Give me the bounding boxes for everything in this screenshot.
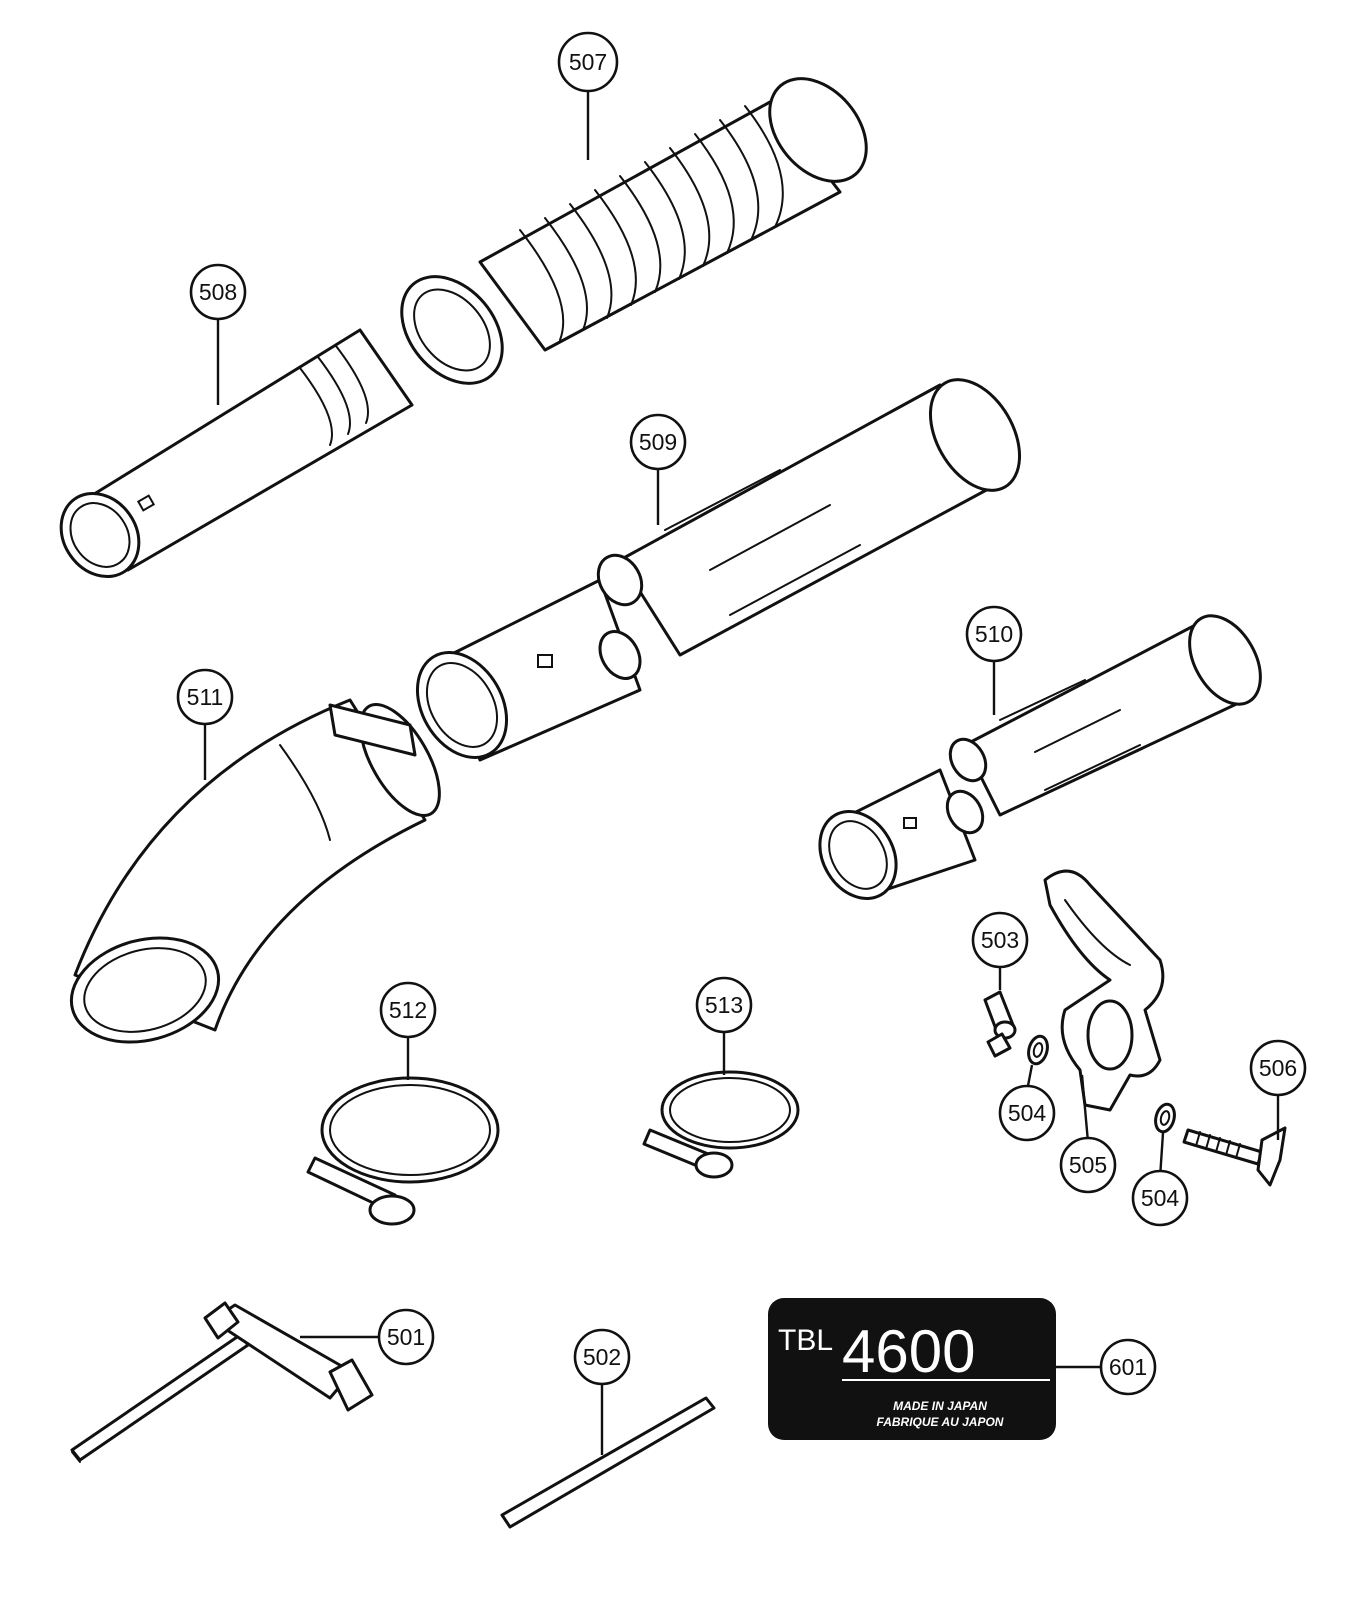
part-504-washer-upper	[1027, 1034, 1049, 1066]
callout-510-text: 510	[975, 621, 1013, 647]
callout-503: 503	[971, 911, 1029, 969]
callout-501: 501	[377, 1308, 435, 1366]
part-601-model-label: TBL 4600 MADE IN JAPAN FABRIQUE AU JAPON	[768, 1298, 1056, 1440]
callout-502-text: 502	[583, 1344, 621, 1370]
part-506-wing-bolt	[1182, 1126, 1287, 1187]
callout-511-text: 511	[187, 684, 224, 710]
callout-601-text: 601	[1109, 1354, 1147, 1380]
callout-601: 601	[1099, 1338, 1157, 1396]
callout-507: 507	[557, 31, 619, 93]
callout-505: 505	[1059, 1136, 1117, 1194]
part-504-washer-lower	[1154, 1102, 1176, 1134]
part-507-flex-pipe	[400, 77, 868, 385]
callout-508-text: 508	[199, 279, 237, 305]
callout-513: 513	[695, 976, 753, 1034]
part-512-hose-clamp	[306, 1076, 500, 1226]
label-601-line2: FABRIQUE AU JAPON	[877, 1415, 1004, 1429]
callout-509-text: 509	[639, 429, 677, 455]
callout-513-text: 513	[705, 992, 743, 1018]
label-601-line1: MADE IN JAPAN	[893, 1399, 987, 1413]
part-511-elbow-pipe	[69, 698, 441, 1044]
label-601-model: 4600	[842, 1318, 975, 1385]
part-509-pipe	[415, 378, 1022, 762]
label-601-prefix: TBL	[778, 1324, 833, 1357]
callout-508: 508	[189, 263, 247, 321]
part-503-wing-nut	[983, 990, 1017, 1058]
callout-511: 511	[176, 668, 234, 726]
part-513-hose-clamp	[642, 1070, 800, 1179]
callout-507-text: 507	[569, 49, 607, 75]
leader-lines	[203, 91, 1280, 1455]
callout-512-text: 512	[389, 997, 427, 1023]
callout-502: 502	[573, 1328, 631, 1386]
part-508-nozzle	[59, 328, 414, 579]
callout-501-text: 501	[387, 1324, 425, 1350]
part-510-pipe	[818, 614, 1262, 901]
callout-503-text: 503	[981, 927, 1019, 953]
leader-505	[1080, 1074, 1090, 1143]
part-505-handle-bracket	[1043, 869, 1165, 1112]
callout-512: 512	[379, 981, 437, 1039]
part-501-t-wrench	[70, 1301, 374, 1463]
callout-509: 509	[629, 413, 687, 471]
callout-506: 506	[1249, 1039, 1307, 1097]
callout-504-lower-text: 504	[1141, 1185, 1180, 1211]
part-502-rod	[500, 1396, 716, 1529]
callout-510: 510	[965, 605, 1023, 663]
label-601-badge	[768, 1298, 1056, 1440]
callout-504-upper-text: 504	[1008, 1100, 1047, 1126]
callout-505-text: 505	[1069, 1152, 1107, 1178]
callout-506-text: 506	[1259, 1055, 1297, 1081]
callout-504-lower: 504	[1131, 1169, 1189, 1227]
callout-504-upper: 504	[998, 1084, 1056, 1142]
